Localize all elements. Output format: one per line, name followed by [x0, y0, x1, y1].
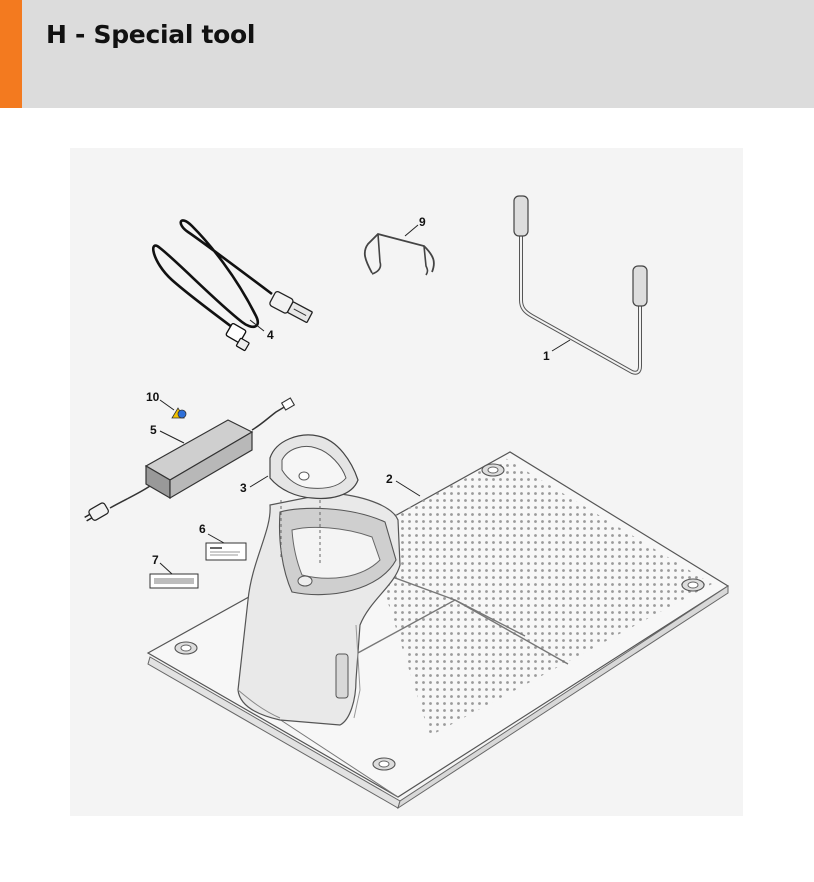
power-supply — [84, 397, 296, 522]
page-title: H - Special tool — [46, 20, 256, 49]
type-label — [205, 542, 247, 561]
callout-10: 10 — [146, 390, 160, 404]
callout-3: 3 — [240, 481, 247, 495]
callout-4: 4 — [267, 328, 274, 342]
cover-frame — [269, 434, 359, 565]
callout-1: 1 — [543, 349, 550, 363]
base-plate — [146, 451, 730, 810]
clip — [363, 232, 435, 276]
installation-tool — [513, 195, 648, 375]
warning-sticker — [171, 407, 187, 419]
accent-stripe — [0, 0, 22, 108]
callout-6: 6 — [199, 522, 206, 536]
callout-2: 2 — [386, 472, 393, 486]
header-bar: H - Special tool — [0, 0, 814, 108]
rating-plate — [149, 573, 199, 589]
callout-7: 7 — [152, 553, 159, 567]
callout-9: 9 — [419, 215, 426, 229]
docking-station — [237, 492, 401, 726]
callout-5: 5 — [150, 423, 157, 437]
usb-cable — [152, 219, 313, 352]
